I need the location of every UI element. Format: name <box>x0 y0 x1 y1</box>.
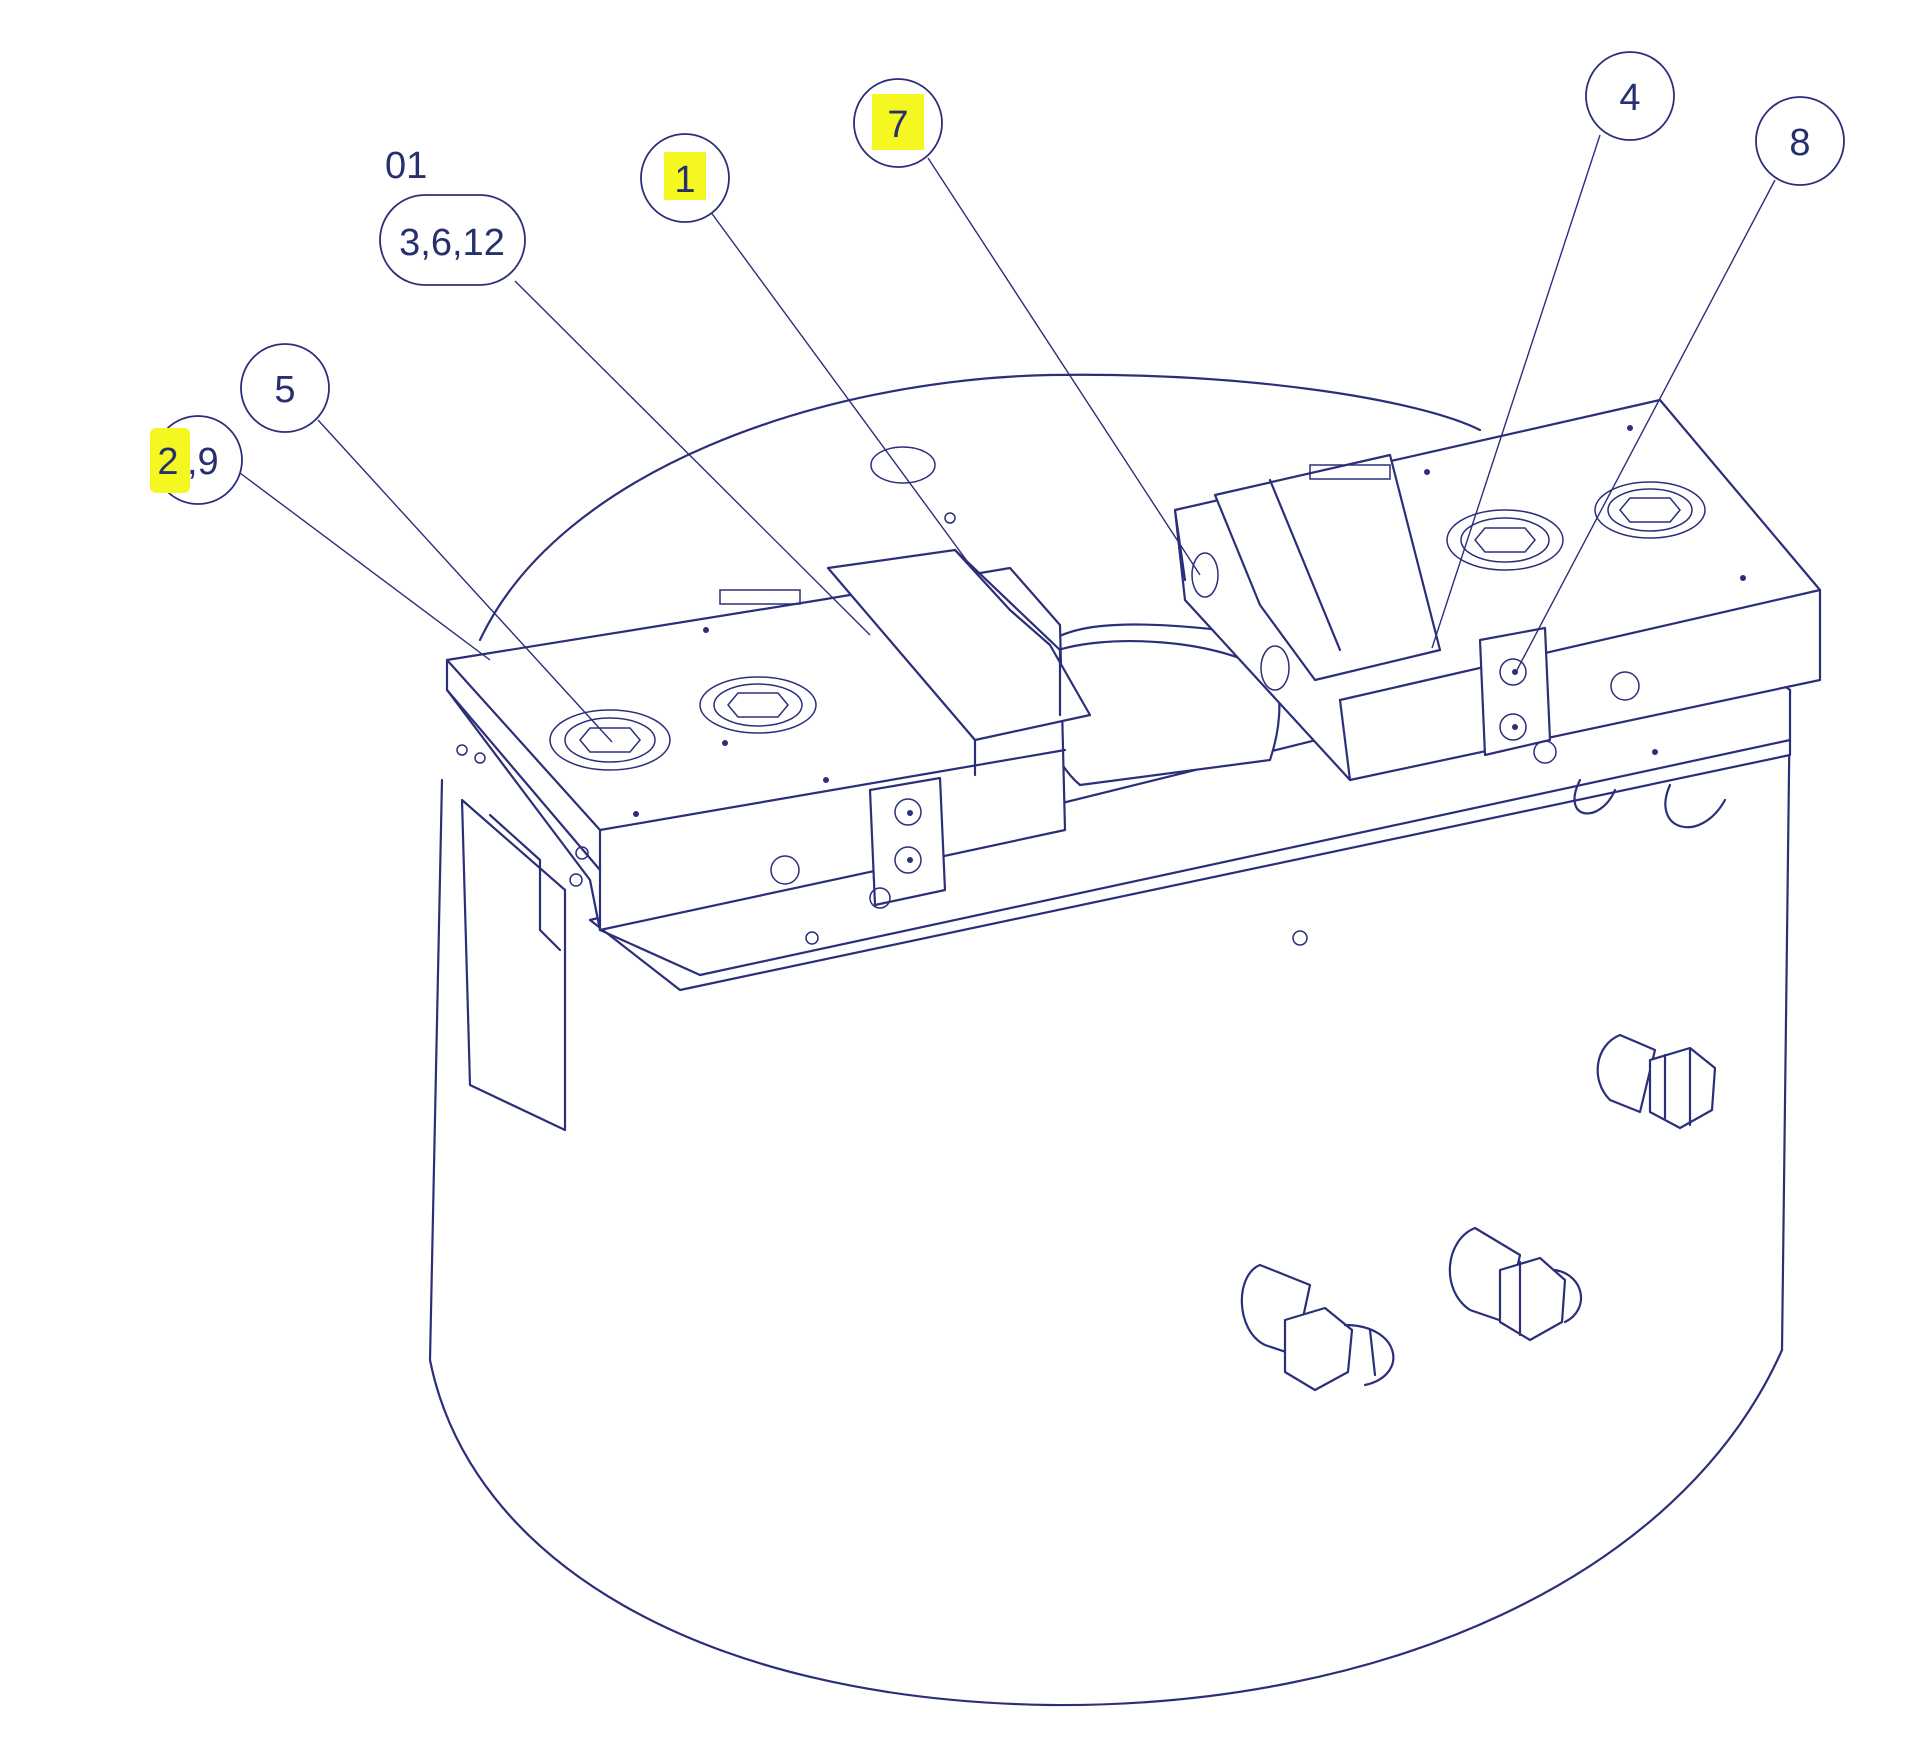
callout-3-6-12: 3,6,12 <box>379 194 526 286</box>
callout-1: 1 <box>640 133 730 223</box>
cylinder-body <box>428 373 1792 1707</box>
callout-label-3-6-12: 3,6,12 <box>399 222 505 264</box>
callout-label-5: 5 <box>274 369 295 411</box>
side-fitting-middle <box>1448 1226 1583 1342</box>
center-bore <box>870 446 1281 787</box>
side-fitting-top <box>1596 1033 1717 1130</box>
left-jaw <box>445 548 1092 1132</box>
callout-8: 8 <box>1755 96 1845 186</box>
callout-label-1: 1 <box>674 159 695 201</box>
right-jaw <box>1173 398 1822 829</box>
callout-2-9: 2 ,9 <box>150 415 243 505</box>
callout-label-7: 7 <box>887 104 908 146</box>
leader-lines <box>235 134 1776 743</box>
callout-label-8: 8 <box>1789 122 1810 164</box>
callout-label-4: 4 <box>1619 77 1640 119</box>
callout-group-header: 01 <box>385 145 427 187</box>
callout-label-9: ,9 <box>187 441 219 483</box>
side-fitting-lower <box>1240 1263 1395 1392</box>
callout-label-01: 01 <box>385 145 427 187</box>
callout-7: 7 <box>853 78 943 168</box>
callout-4: 4 <box>1585 51 1675 141</box>
callout-5: 5 <box>240 343 330 433</box>
callout-label-2: 2 <box>157 441 178 483</box>
